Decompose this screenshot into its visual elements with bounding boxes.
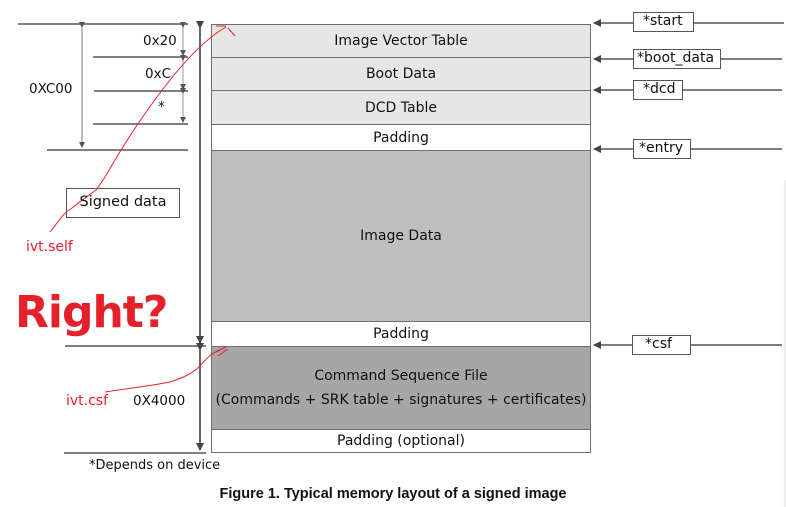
block-label: Image Data (360, 228, 442, 244)
footnote: *Depends on device (89, 458, 221, 473)
block-padding-2: Padding (211, 321, 591, 347)
block-command-sequence-file: Command Sequence File (Commands + SRK ta… (211, 346, 591, 430)
pointer-start-label: *start (643, 13, 683, 29)
pointer-dcd-label: *dcd (643, 81, 676, 97)
dim-label-0xc: 0xC (145, 66, 172, 82)
dim-label-0x4000: 0X4000 (133, 393, 186, 409)
pointer-csf-label: *csf (645, 336, 672, 352)
pointer-boot-data: *boot_data (633, 49, 721, 69)
dim-label-dcd: * (158, 99, 165, 115)
dim-label-0xc00: 0XC00 (29, 81, 73, 97)
pointer-csf: *csf (632, 335, 691, 355)
annotation-line-ivt-self (49, 25, 236, 233)
block-label: Command Sequence File (314, 368, 488, 384)
block-dcd-table: DCD Table (211, 90, 591, 125)
block-label: Padding (373, 326, 429, 342)
block-label: Boot Data (365, 66, 437, 82)
pointer-start: *start (633, 12, 694, 32)
figure-caption: Figure 1. Typical memory layout of a sig… (219, 486, 567, 502)
annotation-line-ivt-csf (104, 346, 229, 393)
pointer-entry: *entry (633, 139, 691, 159)
block-image-data: Image Data (211, 150, 591, 322)
annotation-right-question: Right? (15, 287, 168, 338)
pointer-dcd: *dcd (633, 80, 683, 100)
block-label: Image Vector Table (334, 33, 468, 49)
annotation-ivt-self: ivt.self (26, 239, 73, 255)
page-edge-shadow (783, 180, 786, 507)
pointer-boot-data-label: *boot_data (637, 50, 715, 66)
block-label: Padding (optional) (337, 433, 465, 449)
pointer-entry-label: *entry (639, 140, 684, 156)
block-sublabel: (Commands + SRK table + signatures + cer… (215, 392, 587, 408)
annotation-ivt-csf: ivt.csf (66, 393, 109, 409)
block-padding-optional: Padding (optional) (211, 429, 591, 453)
signed-data-box: Signed data (66, 188, 180, 218)
block-label: DCD Table (365, 99, 437, 116)
block-label: Padding (373, 129, 429, 146)
dim-label-0x20: 0x20 (143, 33, 177, 49)
signed-data-label: Signed data (79, 194, 167, 210)
block-image-vector-table: Image Vector Table (211, 24, 591, 58)
